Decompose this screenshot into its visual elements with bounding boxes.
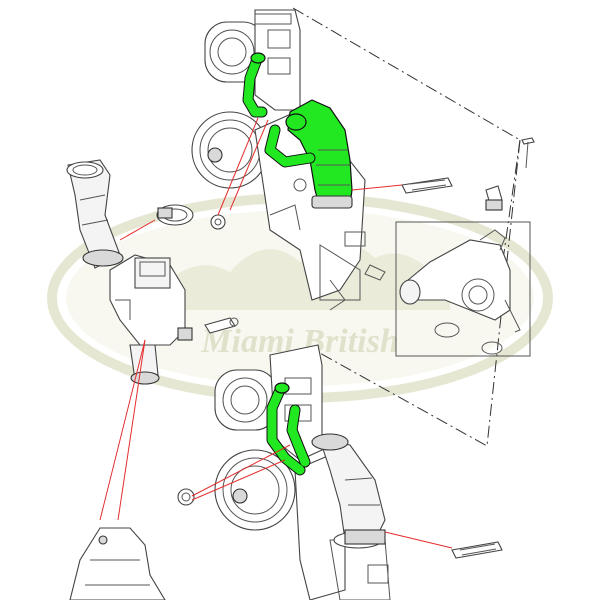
clip-lower-right xyxy=(451,541,503,559)
leader-lines xyxy=(99,117,453,549)
engine-cover xyxy=(69,527,166,600)
coolant-pipe-outlet[interactable] xyxy=(264,99,353,209)
lower-radiator-hose xyxy=(311,433,386,549)
clip-upper-right xyxy=(401,177,453,194)
bolt-top-right xyxy=(521,137,535,169)
coolant-hose-upper[interactable] xyxy=(242,52,268,118)
o-ring-lower xyxy=(177,488,195,506)
coolant-hose-lower[interactable] xyxy=(266,382,311,476)
hose-clamp-left xyxy=(156,204,194,226)
thermostat-housing-left xyxy=(66,159,239,385)
detail-inset xyxy=(395,185,531,357)
lower-engine-assembly xyxy=(214,344,391,600)
o-ring-small xyxy=(210,214,226,230)
